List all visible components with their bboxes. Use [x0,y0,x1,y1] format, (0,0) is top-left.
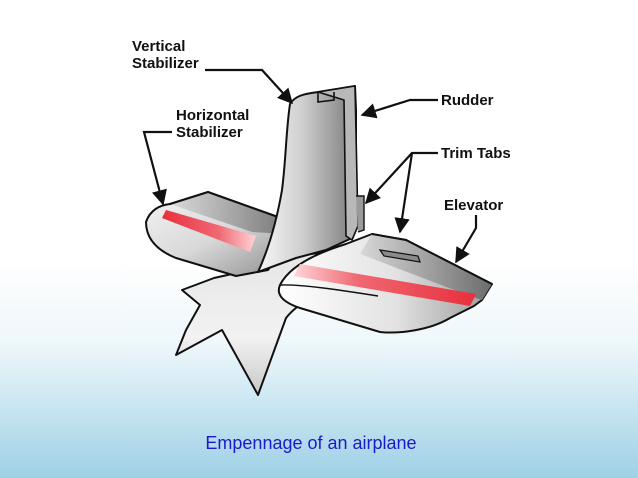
label-horizontal-stabilizer: Horizontal Stabilizer [176,107,250,141]
slide-caption: Empennage of an airplane [0,433,638,454]
arrow-trim-tab-rudder [364,151,438,205]
caption-text: Empennage of an airplane [205,433,417,453]
label-vertical-stabilizer: Vertical Stabilizer [132,38,199,72]
label-trim-tabs: Trim Tabs [441,145,511,162]
arrow-trim-tab-elevator [394,152,414,234]
rudder [317,85,365,241]
left-horizontal-stabilizer [145,190,293,277]
arrow-vertical-stabilizer [205,68,294,105]
vertical-stabilizer [257,85,357,273]
callout-lines [142,68,478,264]
arrow-rudder [360,98,438,119]
arrow-horizontal-stabilizer [142,130,172,206]
right-horizontal-stabilizer [277,233,493,334]
arrow-elevator [455,215,478,264]
label-rudder: Rudder [441,92,494,109]
label-elevator: Elevator [444,197,504,214]
